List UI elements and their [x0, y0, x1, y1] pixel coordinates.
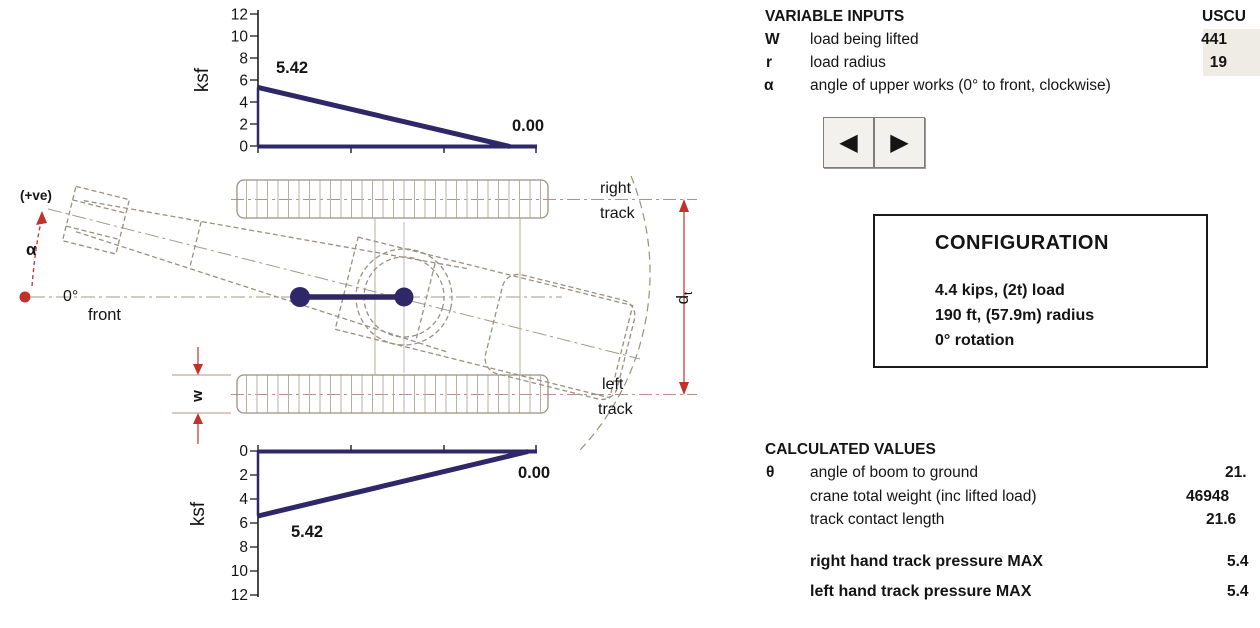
w-dim-label: w: [189, 390, 206, 403]
configuration-load-line: 4.4 kips, (2t) load: [935, 282, 1065, 299]
ytick: 10: [231, 29, 249, 46]
input-label-angle: angle of upper works (0° to front, clock…: [810, 77, 1111, 94]
left-track-pressure-chart: 0 2 4 6 8 10 12 ksf 5.42 0.00: [188, 443, 550, 604]
min-pressure-label: 0.00: [518, 464, 550, 482]
pressure-profile-line: [257, 84, 511, 149]
calc-label-total-weight: crane total weight (inc lifted load): [810, 488, 1037, 505]
max-pressure-label: 5.42: [276, 59, 308, 77]
input-symbol-W: W: [765, 31, 780, 48]
upper-works-outline: [61, 185, 636, 401]
calc-value-total-weight: 46948: [1186, 488, 1230, 505]
alpha-direction-arc: [31, 217, 43, 287]
min-pressure-label: 0.00: [512, 117, 544, 135]
tail-swing-arc: [579, 175, 651, 451]
input-label-load: load being lifted: [810, 31, 919, 48]
crane-plan-diagram: 12 10 8 6 4 2 0 ksf 5.42 0.00: [19, 7, 697, 604]
calc-value-left-pressure-max: 5.4: [1227, 583, 1249, 600]
turntable-ring-outer: [355, 248, 453, 346]
max-pressure-label: 5.42: [291, 523, 323, 541]
rotate-right-button[interactable]: ▶: [874, 117, 925, 168]
counterweight: [484, 273, 636, 401]
ytick: 4: [239, 95, 248, 112]
ytick: 2: [239, 117, 248, 134]
ytick: 2: [239, 467, 248, 484]
right-track-label-2: track: [600, 205, 636, 222]
plus-ve-label: (+ve): [20, 188, 52, 203]
dt-dim-label: dt: [673, 291, 695, 304]
units-column-header: USCU: [1202, 8, 1246, 25]
calc-value-right-pressure-max: 5.4: [1227, 553, 1249, 570]
calc-label-left-pressure-max: left hand track pressure MAX: [810, 583, 1032, 600]
left-track-label-2: track: [598, 401, 634, 418]
ytick: 10: [231, 563, 249, 580]
rotation-center: [394, 287, 414, 307]
right-arrow-icon: ▶: [890, 129, 909, 156]
right-track-pressure-chart: 12 10 8 6 4 2 0 ksf 5.42 0.00: [192, 7, 544, 156]
input-symbol-r: r: [766, 54, 773, 71]
input-symbol-alpha: α: [764, 77, 774, 94]
boom-bottom-chord: [75, 231, 449, 353]
upperworks-axis: [47, 208, 641, 360]
configuration-title: CONFIGURATION: [935, 232, 1109, 254]
ytick: 0: [239, 443, 248, 460]
right-track: [236, 179, 549, 219]
ytick: 0: [239, 139, 248, 156]
ytick: 12: [231, 587, 248, 604]
left-track-label-1: left: [602, 376, 624, 393]
zero-deg-label: 0°: [63, 288, 78, 305]
load-radius-bar: [290, 287, 414, 307]
track-width-dimension: [172, 347, 231, 444]
variable-inputs-title: VARIABLE INPUTS: [765, 8, 905, 25]
calc-label-right-pressure-max: right hand track pressure MAX: [810, 553, 1043, 570]
alpha-label: α: [26, 240, 37, 259]
calc-value-contact-length: 21.6: [1206, 511, 1237, 528]
right-track-label-1: right: [600, 180, 632, 197]
boom-head: [61, 185, 131, 255]
ytick: 4: [239, 491, 248, 508]
left-arrow-icon: ◀: [839, 129, 858, 156]
ytick: 12: [231, 7, 248, 24]
calc-value-boom-angle: 21.: [1225, 464, 1247, 481]
calc-label-boom-angle: angle of boom to ground: [810, 464, 979, 481]
y-axis-label: ksf: [192, 67, 213, 92]
turntable-ring-inner: [363, 256, 445, 338]
alpha-arrow-icon: [36, 211, 47, 225]
configuration-box: CONFIGURATION 4.4 kips, (2t) load 190 ft…: [873, 214, 1208, 368]
rotate-left-button[interactable]: ◀: [823, 117, 874, 168]
configuration-radius-line: 190 ft, (57.9m) radius: [935, 307, 1095, 324]
input-label-radius: load radius: [810, 54, 886, 71]
input-value-radius[interactable]: 19: [1209, 54, 1227, 71]
ytick: 6: [239, 515, 248, 532]
machine-deck: [334, 236, 634, 399]
origin-point: [19, 291, 31, 303]
track-gauge-dimension: [679, 199, 689, 395]
boom-top-chord: [83, 200, 469, 270]
load-point: [290, 287, 310, 307]
left-track: [236, 374, 549, 414]
input-cells-highlight[interactable]: [1203, 29, 1260, 76]
configuration-rotation-line: 0° rotation: [935, 332, 1015, 349]
front-label: front: [88, 306, 121, 324]
theta-symbol: θ: [766, 464, 775, 481]
ytick: 8: [239, 539, 248, 556]
ytick: 8: [239, 51, 248, 68]
ytick: 6: [239, 73, 248, 90]
pressure-profile-line: [257, 449, 529, 519]
calc-label-contact-length: track contact length: [810, 511, 945, 528]
y-axis-label: ksf: [188, 501, 209, 526]
input-value-load[interactable]: 441: [1201, 31, 1227, 48]
calculated-values-title: CALCULATED VALUES: [765, 441, 936, 458]
